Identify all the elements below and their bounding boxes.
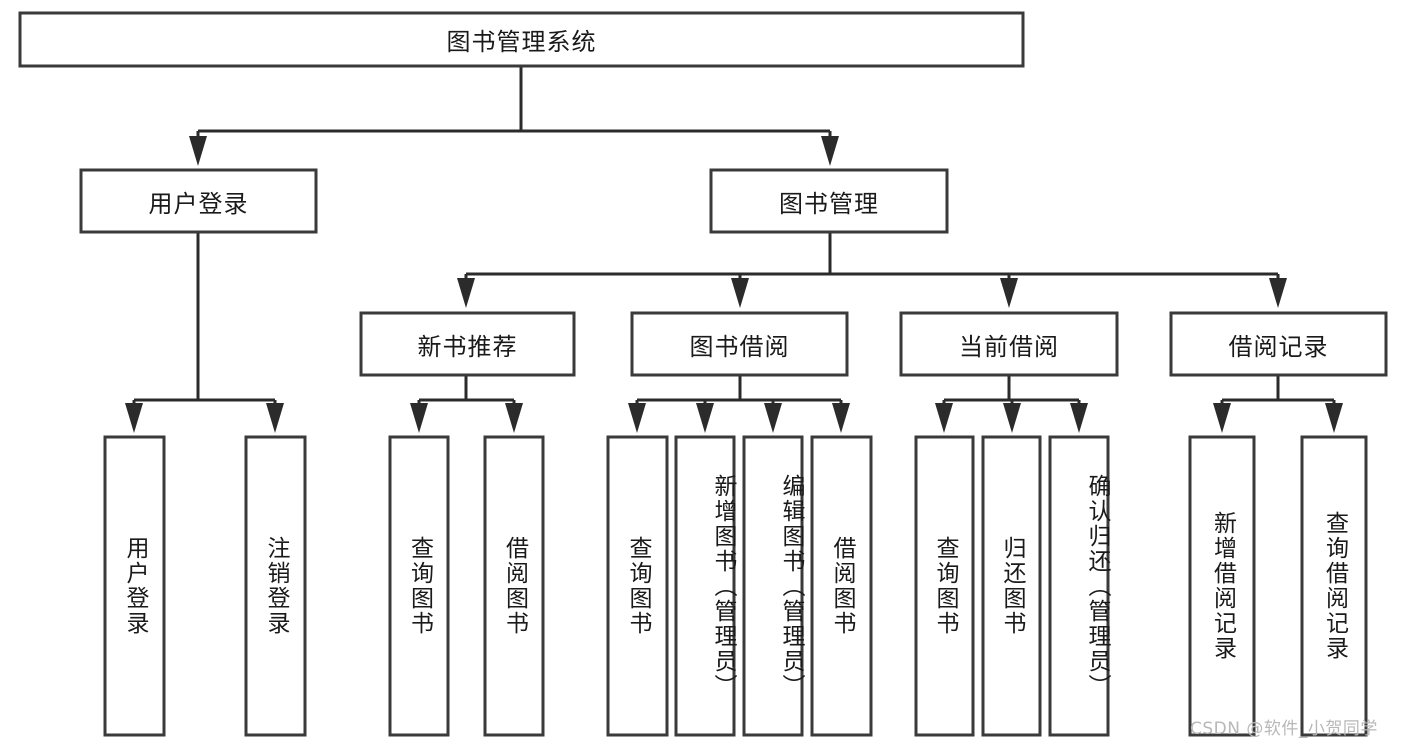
leaf-current-borrow-1[interactable] [981, 435, 1042, 737]
connector-currentborrow-to-leaves [935, 375, 1088, 433]
connector-bookborrow-to-leaves [628, 375, 850, 433]
node-new-book-recommend[interactable] [359, 311, 576, 377]
node-borrow-record[interactable] [1169, 311, 1388, 377]
node-book-borrow[interactable] [630, 311, 849, 377]
leaf-book-borrow-2[interactable] [742, 435, 804, 737]
connector-borrowrecord-to-leaves [1213, 375, 1343, 433]
leaf-book-borrow-3[interactable] [810, 435, 873, 737]
leaf-new-book-1[interactable] [483, 435, 545, 737]
leaf-book-borrow-1[interactable] [674, 435, 736, 737]
leaf-user-login-0[interactable] [103, 435, 166, 737]
leaf-current-borrow-2[interactable] [1048, 435, 1110, 737]
connector-userlogin-to-leaves [125, 232, 284, 433]
connector-bookmgmt-to-level3 [457, 232, 1287, 308]
csdn-watermark: CSDN @软件_小贺同学 [1190, 719, 1378, 739]
connector-newbook-to-leaves [410, 375, 523, 433]
leaf-borrow-record-0[interactable] [1188, 435, 1256, 737]
leaf-book-borrow-0[interactable] [606, 435, 669, 737]
node-user-login[interactable] [79, 168, 318, 234]
node-root[interactable] [18, 11, 1025, 68]
node-current-borrow[interactable] [899, 311, 1119, 377]
leaf-current-borrow-0[interactable] [914, 435, 975, 737]
leaf-user-login-1[interactable] [244, 435, 307, 737]
leaf-new-book-0[interactable] [388, 435, 450, 737]
connector-root-to-level2 [189, 66, 839, 166]
node-book-management[interactable] [709, 168, 949, 234]
leaf-borrow-record-1[interactable] [1300, 435, 1368, 737]
